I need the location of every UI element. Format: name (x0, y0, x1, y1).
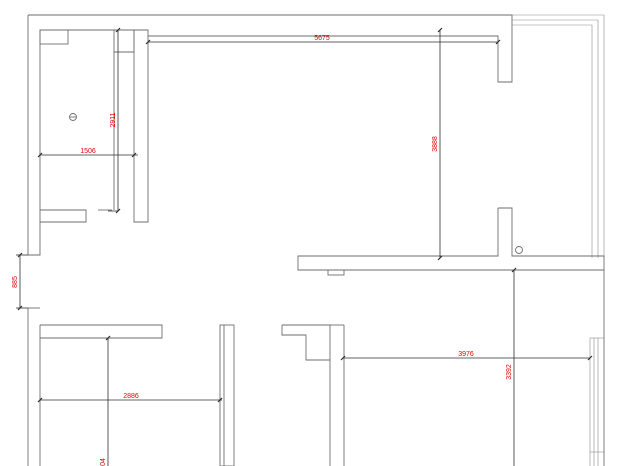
dimension-label-left-room-height: 04 (100, 458, 107, 466)
dimension-right-room-height: 3392 (506, 267, 517, 466)
dimension-label-right-room-width: 3976 (458, 351, 474, 358)
dimension-closet-height: 2911 (108, 27, 121, 214)
dimension-left-room-width: 2886 (37, 393, 223, 403)
dimension-label-room-height: 3888 (432, 136, 439, 152)
dimension-room-height: 3888 (432, 27, 443, 261)
dimension-left-room-height: 04 (100, 335, 111, 466)
dimension-label-right-room-height: 3392 (506, 364, 513, 380)
dimension-opening: 885 (12, 252, 28, 311)
dimension-label-closet-height: 2911 (110, 112, 117, 127)
lower-left-room-walls (40, 324, 235, 466)
dimension-closet-width: 1506 (37, 148, 138, 158)
center-walls (297, 207, 605, 276)
dimension-label-top-span: 5675 (314, 35, 330, 42)
lower-right-room-walls (281, 270, 605, 466)
dimension-label-left-room-width: 2886 (123, 393, 139, 400)
closet-walls (39, 29, 149, 223)
dimension-right-room-width: 3976 (340, 351, 593, 361)
dimension-label-closet-width: 1506 (80, 148, 96, 155)
dimension-label-opening: 885 (12, 276, 19, 288)
